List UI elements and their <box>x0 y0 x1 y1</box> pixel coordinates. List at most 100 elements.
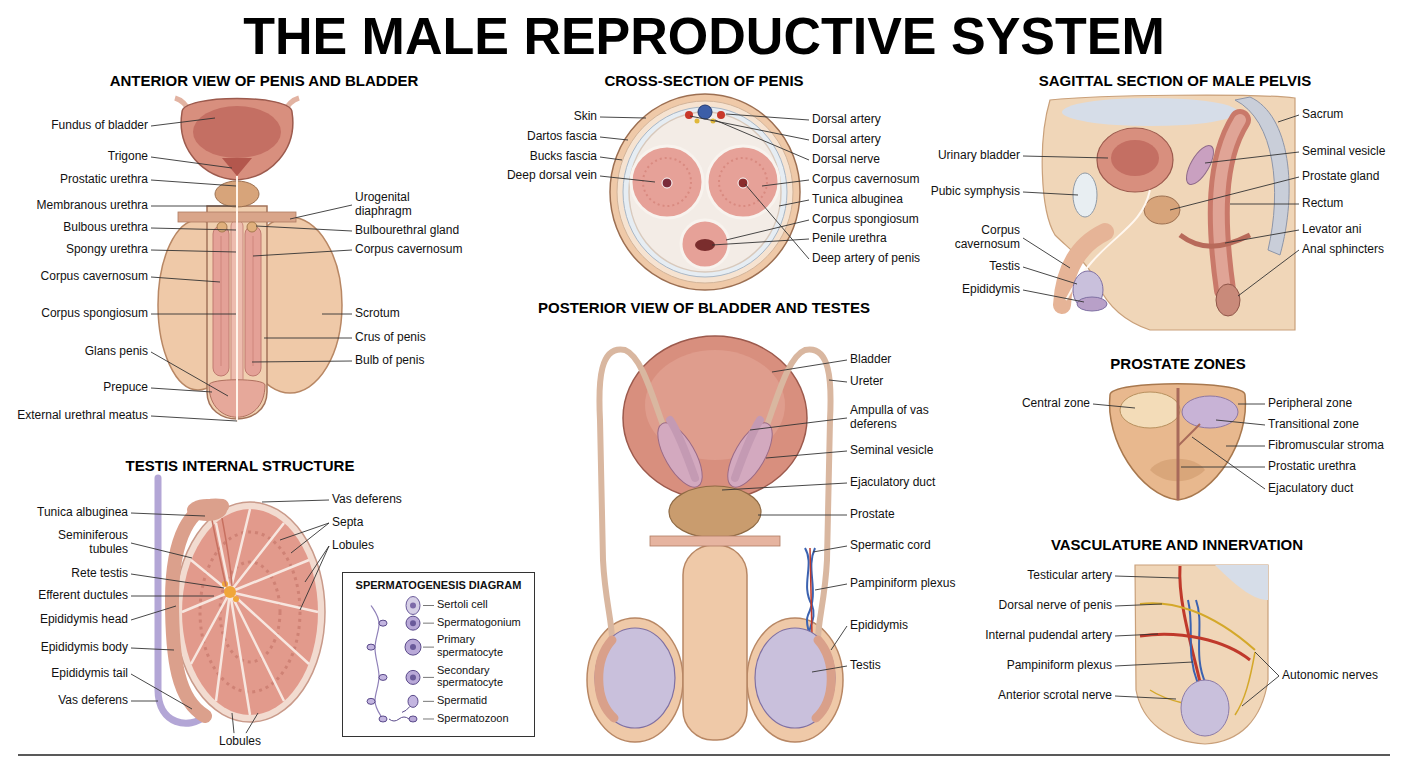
leader-line <box>256 226 352 231</box>
cell-label: Spermatid <box>349 694 528 707</box>
part-label: Tunica albuginea <box>37 506 128 520</box>
part-label: Deep artery of penis <box>812 252 920 266</box>
leader-line <box>1255 652 1279 676</box>
part-label: Lobules <box>332 539 374 553</box>
sagittal-section-figure <box>1219 120 1240 290</box>
panel-heading: POSTERIOR VIEW OF BLADDER AND TESTES <box>538 299 870 316</box>
cell-icon <box>410 674 416 680</box>
part-label: Pampiniform plexus <box>1007 659 1112 673</box>
part-label: Ejaculatory duct <box>1268 482 1353 496</box>
cell-label: Spermatozoon <box>349 712 528 725</box>
sagittal-section-figure <box>1144 196 1180 224</box>
posterior-view-figure <box>747 618 843 742</box>
divider-rule <box>18 755 1390 756</box>
cross-section-figure <box>719 158 767 206</box>
leader-line <box>745 184 809 259</box>
part-label: Testis <box>989 260 1020 274</box>
part-label: Vas deferens <box>58 694 128 708</box>
anterior-view-figure <box>217 222 227 232</box>
cross-section-figure <box>717 111 725 119</box>
panel-heading: TESTIS INTERNAL STRUCTURE <box>126 457 355 474</box>
part-label: Rectum <box>1302 197 1343 211</box>
posterior-view-figure <box>683 545 747 740</box>
leader-line <box>131 596 214 597</box>
leader-line <box>131 543 192 558</box>
posterior-view-figure <box>807 548 815 640</box>
vasculature-figure <box>1181 680 1229 736</box>
leader-line <box>1023 156 1108 158</box>
leader-line <box>1115 634 1158 636</box>
part-label: Epididymis tail <box>51 667 128 681</box>
leader-line <box>600 137 628 140</box>
leader-line <box>291 523 329 553</box>
leader-line <box>726 220 809 240</box>
panel-heading: ANTERIOR VIEW OF PENIS AND BLADDER <box>110 72 419 89</box>
leader-line <box>812 666 847 672</box>
leader-line <box>151 206 236 207</box>
prostate-zones-figure <box>1182 396 1238 428</box>
part-label: Rete testis <box>71 567 128 581</box>
posterior-view-figure <box>595 628 675 728</box>
part-label: Anterior scrotal nerve <box>998 689 1112 703</box>
cross-section-figure <box>610 94 800 290</box>
part-label: Bladder <box>850 353 891 367</box>
part-label: Dorsal artery <box>812 133 881 147</box>
cell-icon <box>409 716 417 722</box>
anterior-view-figure <box>221 236 222 366</box>
leader-line <box>131 701 158 702</box>
cell-icon <box>367 698 375 704</box>
testis-structure-figure <box>182 509 318 715</box>
sagittal-section-figure <box>1216 284 1240 316</box>
testis-structure-figure <box>200 532 300 692</box>
part-label: Dorsal artery <box>812 113 881 127</box>
testis-structure-figure <box>187 499 227 521</box>
posterior-view-figure <box>599 350 688 640</box>
cell-icon <box>406 597 420 615</box>
leader-line <box>151 277 220 282</box>
leader-line <box>151 416 237 421</box>
part-label: Penile urethra <box>812 232 887 246</box>
leader-line <box>151 250 236 252</box>
leader-line <box>151 314 236 315</box>
part-label: Ampulla of vas deferens <box>850 404 955 432</box>
leader-line <box>813 546 847 552</box>
cell-icon <box>423 718 434 719</box>
cell-icon <box>423 701 434 702</box>
cross-section-figure <box>662 178 672 188</box>
part-label: Skin <box>574 110 597 124</box>
panel-heading: SAGITTAL SECTION OF MALE PELVIS <box>1039 72 1312 89</box>
cell-icon <box>423 647 434 648</box>
leader-line <box>722 483 847 490</box>
leader-line <box>280 523 329 540</box>
leader-line <box>1278 115 1299 122</box>
part-label: Bulbourethral gland <box>355 224 459 238</box>
leader-line <box>1023 238 1070 268</box>
cell-label: Sertoli cell <box>349 598 528 611</box>
cross-section-figure <box>629 112 781 272</box>
part-label: Dartos fascia <box>527 130 597 144</box>
leader-line <box>131 648 174 650</box>
part-label: Spermatic cord <box>850 539 931 553</box>
part-label: Corpus cavernosum <box>812 173 919 187</box>
posterior-view-figure <box>735 420 760 478</box>
posterior-view-figure <box>755 628 835 728</box>
sagittal-section-figure <box>1219 120 1240 290</box>
panel-heading: CROSS-SECTION OF PENIS <box>604 72 803 89</box>
leader-line <box>829 380 847 382</box>
leader-line <box>1181 467 1265 468</box>
vasculature-figure <box>1235 652 1255 715</box>
prostate-zones-figure <box>1178 424 1200 446</box>
cross-section-figure <box>685 111 693 119</box>
part-label: Bulb of penis <box>355 354 424 368</box>
part-label: Epididymis <box>850 619 908 633</box>
part-label: Autonomic nerves <box>1282 669 1378 683</box>
part-label: Pubic symphysis <box>931 185 1020 199</box>
leader-line <box>726 114 809 120</box>
divider-rule <box>18 754 1390 756</box>
leader-line <box>131 674 192 709</box>
part-label: Prepuce <box>103 381 148 395</box>
leader-line <box>600 157 622 160</box>
part-label: Fundus of bladder <box>51 119 148 133</box>
part-label: Urogenital diaphragm <box>355 191 450 219</box>
posterior-view-figure <box>599 640 614 718</box>
